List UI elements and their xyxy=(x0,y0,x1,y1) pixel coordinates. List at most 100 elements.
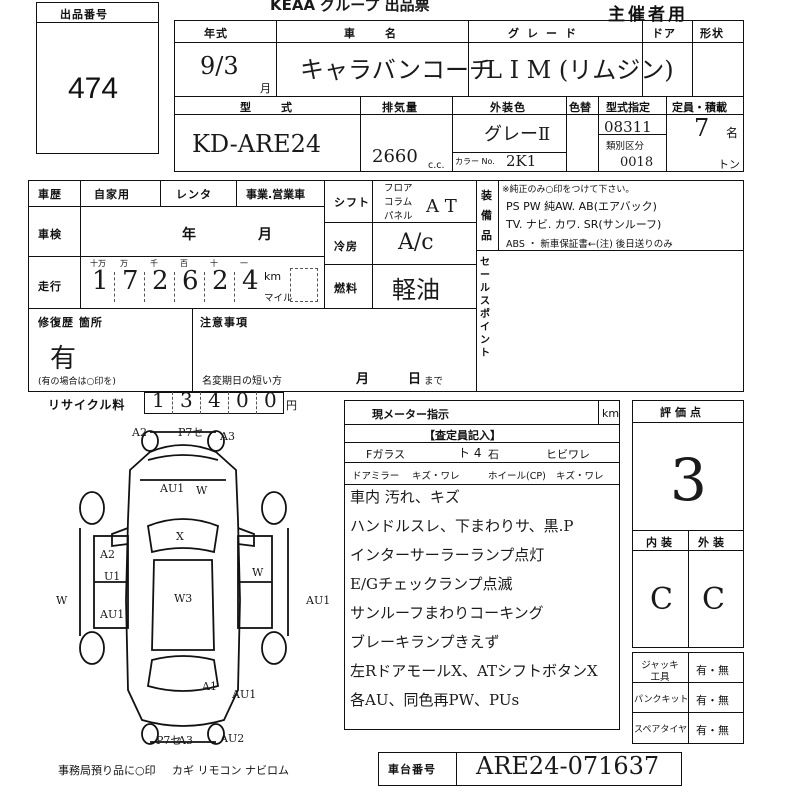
mileage-digit-head: 一 xyxy=(240,259,248,268)
meter-label: 現メーター指示 xyxy=(372,408,449,421)
chassis-value: ARE24-071637 xyxy=(476,752,660,780)
shift-column: コラム xyxy=(384,197,413,208)
equipment-line1: PS PW 純AW. AB(エアバック) xyxy=(506,200,657,213)
header-title: KEAA グループ 出品票 xyxy=(270,0,430,14)
inspector-note: 各AU、同色再PW、PUs xyxy=(350,691,520,709)
mileage-digit: 6 xyxy=(182,266,199,296)
year-label: 年式 xyxy=(204,27,228,40)
mileage-digit-head: 万 xyxy=(120,259,128,268)
damage-mark: AU2 xyxy=(220,732,245,745)
inspector-box xyxy=(344,400,620,730)
repair-note: (有の場合は○印を) xyxy=(38,377,116,387)
car-name-value: キャラバンコーチ xyxy=(300,56,493,84)
exterior-color-label: 外装色 xyxy=(490,101,526,114)
ac-value: A/c xyxy=(398,230,434,255)
wheel-label: ホイール(CP) xyxy=(488,471,546,482)
mile-unit: マイル xyxy=(264,293,293,304)
damage-mark: A3 xyxy=(178,734,193,747)
damage-mark: AU1 xyxy=(160,482,185,495)
sales-point-label: セールスポイント xyxy=(480,257,490,359)
displacement-unit: c.c. xyxy=(428,160,445,171)
km-unit: km xyxy=(264,270,282,283)
shift-panel: パネル xyxy=(384,211,413,222)
recycle-digit: 0 xyxy=(264,388,277,412)
inspector-title: 【査定員記入】 xyxy=(424,429,501,442)
inspection-year: 年 xyxy=(182,227,197,243)
caution-day: 日 xyxy=(408,372,423,387)
office-keys: カギ リモコン ナビロム xyxy=(172,764,289,777)
model-label: 型式 xyxy=(240,101,322,114)
ton-unit: トン xyxy=(718,158,740,171)
history-block xyxy=(28,180,744,392)
mileage-digit: 1 xyxy=(92,266,109,296)
interior-label: 内装 xyxy=(646,536,676,549)
recycle-label: リサイクル料 xyxy=(48,398,126,412)
class-value: 0018 xyxy=(620,155,654,170)
damage-mark: X xyxy=(176,530,184,543)
damage-mark: W xyxy=(196,484,208,497)
equipment-label: 装備品 xyxy=(481,189,493,242)
year-value: 9/3 xyxy=(200,52,239,80)
damage-mark: A2 xyxy=(100,548,115,561)
glass-crack: ヒビワレ xyxy=(546,448,590,461)
color-no-label: カラー No. xyxy=(455,157,495,166)
meter-unit: km xyxy=(602,407,620,420)
recycle-unit: 円 xyxy=(286,399,297,412)
inspector-note: サンルーフまわりコーキング xyxy=(350,604,544,622)
model-value: KD-ARE24 xyxy=(192,130,322,158)
shift-value: A T xyxy=(426,196,457,217)
equipment-line2: TV. ナビ. カワ. SR(サンルーフ) xyxy=(506,218,662,231)
type-designation-value: 08311 xyxy=(604,118,652,136)
mileage-digit: 4 xyxy=(242,266,259,296)
puncture-label: パンクキット xyxy=(634,695,689,705)
spare-yes-no: 有・無 xyxy=(696,724,729,737)
recycle-digit: 4 xyxy=(208,388,221,412)
repair-value: 有 xyxy=(50,344,77,374)
color-change-label: 色替 xyxy=(569,101,591,114)
exterior-value: C xyxy=(702,582,725,617)
inspector-note: 車内 汚れ、キズ xyxy=(350,488,460,506)
equipment-line3: ABS ・ 新車保証書←(注) 後日送りのみ xyxy=(506,239,673,250)
jack-yes-no: 有・無 xyxy=(696,664,729,677)
lot-label: 出品番号 xyxy=(60,8,108,21)
glass-value-1: ト 4 xyxy=(458,446,482,460)
body-label: 形状 xyxy=(700,27,724,40)
glass-label: Fガラス xyxy=(366,448,406,461)
damage-mark: W xyxy=(56,594,68,607)
damage-mark: W3 xyxy=(174,592,193,605)
capacity-label: 定員・積載 xyxy=(672,101,727,114)
inspector-note: E/Gチェックランプ点滅 xyxy=(350,575,513,593)
recycle-digit: 0 xyxy=(236,388,249,412)
mileage-digit-head: 千 xyxy=(150,259,158,268)
equipment-note: ※純正のみ○印をつけて下さい。 xyxy=(502,185,635,195)
fuel-value: 軽油 xyxy=(392,276,440,304)
damage-mark: AU1 xyxy=(306,594,331,607)
damage-mark: AU1 xyxy=(100,608,125,621)
lot-box xyxy=(36,2,159,154)
displacement-label: 排気量 xyxy=(382,101,418,114)
jack-label: ジャッキ 工具 xyxy=(641,660,679,683)
class-label: 類別区分 xyxy=(606,141,645,152)
score-value: 3 xyxy=(670,446,707,514)
chassis-label: 車台番号 xyxy=(388,763,436,776)
damage-mark: A2 xyxy=(132,426,147,439)
inspection-label: 車検 xyxy=(38,228,62,241)
damage-mark: W xyxy=(252,566,264,579)
caution-until: まで xyxy=(424,376,444,387)
capacity-unit: 名 xyxy=(726,126,739,140)
damage-mark: A3 xyxy=(220,430,235,443)
fuel-label: 燃料 xyxy=(334,282,358,295)
spare-label: スペアタイヤ xyxy=(634,725,688,735)
history-private: 自家用 xyxy=(94,188,130,201)
recycle-digit: 3 xyxy=(180,388,193,412)
damage-mark: U1 xyxy=(104,570,121,583)
month-mark: 月 xyxy=(260,82,271,95)
lot-number: 474 xyxy=(68,72,119,105)
ac-label: 冷房 xyxy=(334,240,358,253)
mirror-value: キズ・ワレ xyxy=(412,471,460,482)
inspector-note: 左RドアモールX、ATシフトボタンX xyxy=(350,662,598,680)
score-label: 評価点 xyxy=(660,406,705,419)
color-no-value: 2K1 xyxy=(506,152,537,170)
grade-value: L I M (リムジン) xyxy=(486,56,674,84)
mileage-label: 走行 xyxy=(38,280,62,293)
